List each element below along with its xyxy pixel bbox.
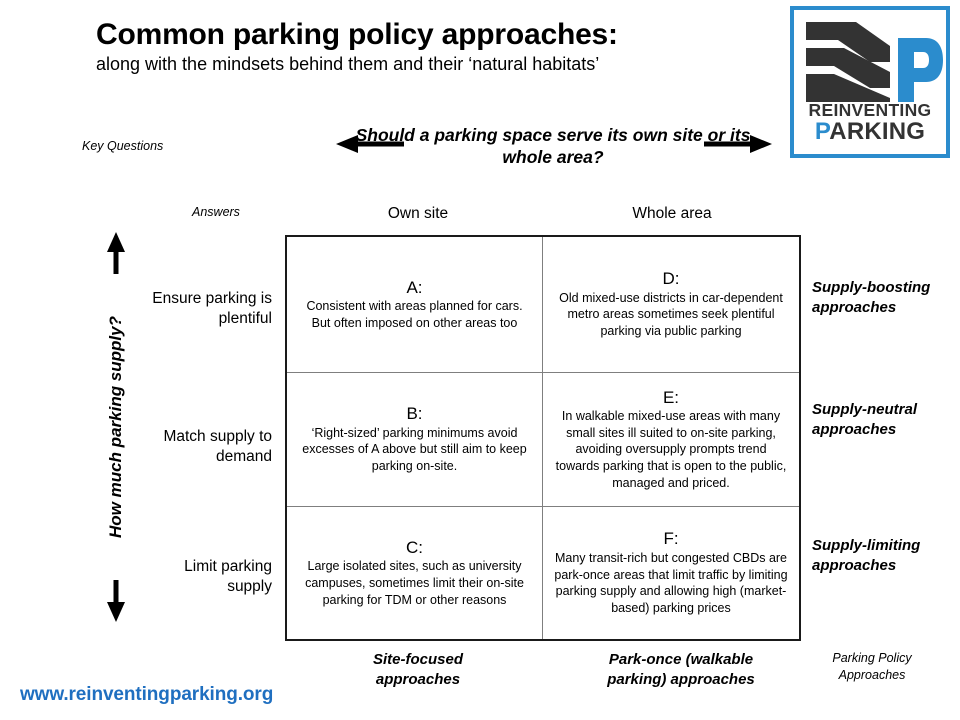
horizontal-axis-question: Should a parking space serve its own sit… [336, 124, 772, 184]
reinventing-parking-logo: REINVENTING PARKING [790, 6, 950, 158]
side-label-supply-neutral: Supply-neutral approaches [812, 401, 918, 438]
policy-matrix-grid: A: Consistent with areas planned for car… [285, 235, 801, 641]
cell-description: Large isolated sites, such as university… [305, 559, 524, 607]
website-url[interactable]: www.reinventingparking.org [20, 684, 274, 705]
column-header-whole-area: Whole area [632, 205, 712, 222]
matrix-cell-a: A: Consistent with areas planned for car… [287, 237, 543, 373]
row-label-match-supply-to-demand: Match supply to demand [163, 428, 272, 465]
column-header-own-site: Own site [387, 205, 449, 222]
cell-letter: F: [663, 529, 679, 549]
arrow-right-icon [704, 135, 772, 153]
logo-word-reinventing: REINVENTING [808, 99, 932, 120]
road-stripes-p-icon [806, 22, 943, 102]
cell-description: ‘Right-sized’ parking minimums avoid exc… [302, 425, 527, 474]
cell-description: Consistent with areas planned for cars. … [306, 299, 523, 330]
logo-p-rest: ARKING [829, 118, 926, 145]
parking-policy-approaches-caption: Parking Policy Approaches [832, 651, 912, 682]
cell-description: Old mixed-use districts in car-dependent… [559, 290, 783, 339]
logo-p-initial: P [814, 118, 830, 145]
side-label-supply-boosting: Supply-boosting approaches [812, 279, 931, 316]
page-subtitle: along with the mindsets behind them and … [96, 53, 600, 74]
row-label-ensure-parking-plentiful: Ensure parking is plentiful [152, 290, 272, 327]
answers-caption: Answers [192, 205, 240, 219]
arrow-up-icon [107, 232, 125, 274]
cell-letter: D: [662, 269, 680, 289]
title-block: Common parking policy approaches: along … [96, 18, 756, 75]
bottom-label-site-focused: Site-focused approaches [372, 651, 463, 688]
cell-letter: C: [406, 537, 423, 557]
cell-description: In walkable mixed-use areas with many sm… [555, 409, 787, 490]
page-title: Common parking policy approaches: [96, 18, 618, 51]
bottom-label-park-once: Park-once (walkable parking) approaches [607, 651, 755, 688]
vertical-axis-question: How much parking supply? [98, 232, 134, 622]
cell-description: Many transit-rich but congested CBDs are… [554, 551, 788, 615]
arrow-left-icon [336, 135, 404, 153]
logo-word-parking: PARKING [794, 120, 946, 144]
key-questions-caption: Key Questions [82, 139, 164, 153]
arrow-down-icon [107, 580, 125, 622]
cell-letter: E: [662, 387, 680, 407]
matrix-cell-d: D: Old mixed-use districts in car-depend… [543, 237, 799, 373]
logo-wordmark: REINVENTING PARKING [794, 99, 946, 145]
cell-letter: A: [406, 277, 423, 297]
side-label-supply-limiting: Supply-limiting approaches [812, 537, 921, 574]
row-label-limit-parking-supply: Limit parking supply [184, 558, 272, 595]
matrix-cell-e: E: In walkable mixed-use areas with many… [543, 373, 799, 507]
vertical-axis-question-text: How much parking supply? [106, 316, 125, 538]
matrix-cell-b: B: ‘Right-sized’ parking minimums avoid … [287, 373, 543, 507]
cell-letter: B: [406, 404, 423, 424]
matrix-cell-c: C: Large isolated sites, such as univers… [287, 507, 543, 639]
horizontal-axis-question-text: Should a parking space serve its own sit… [355, 125, 751, 168]
matrix-cell-f: F: Many transit-rich but congested CBDs … [543, 507, 799, 639]
